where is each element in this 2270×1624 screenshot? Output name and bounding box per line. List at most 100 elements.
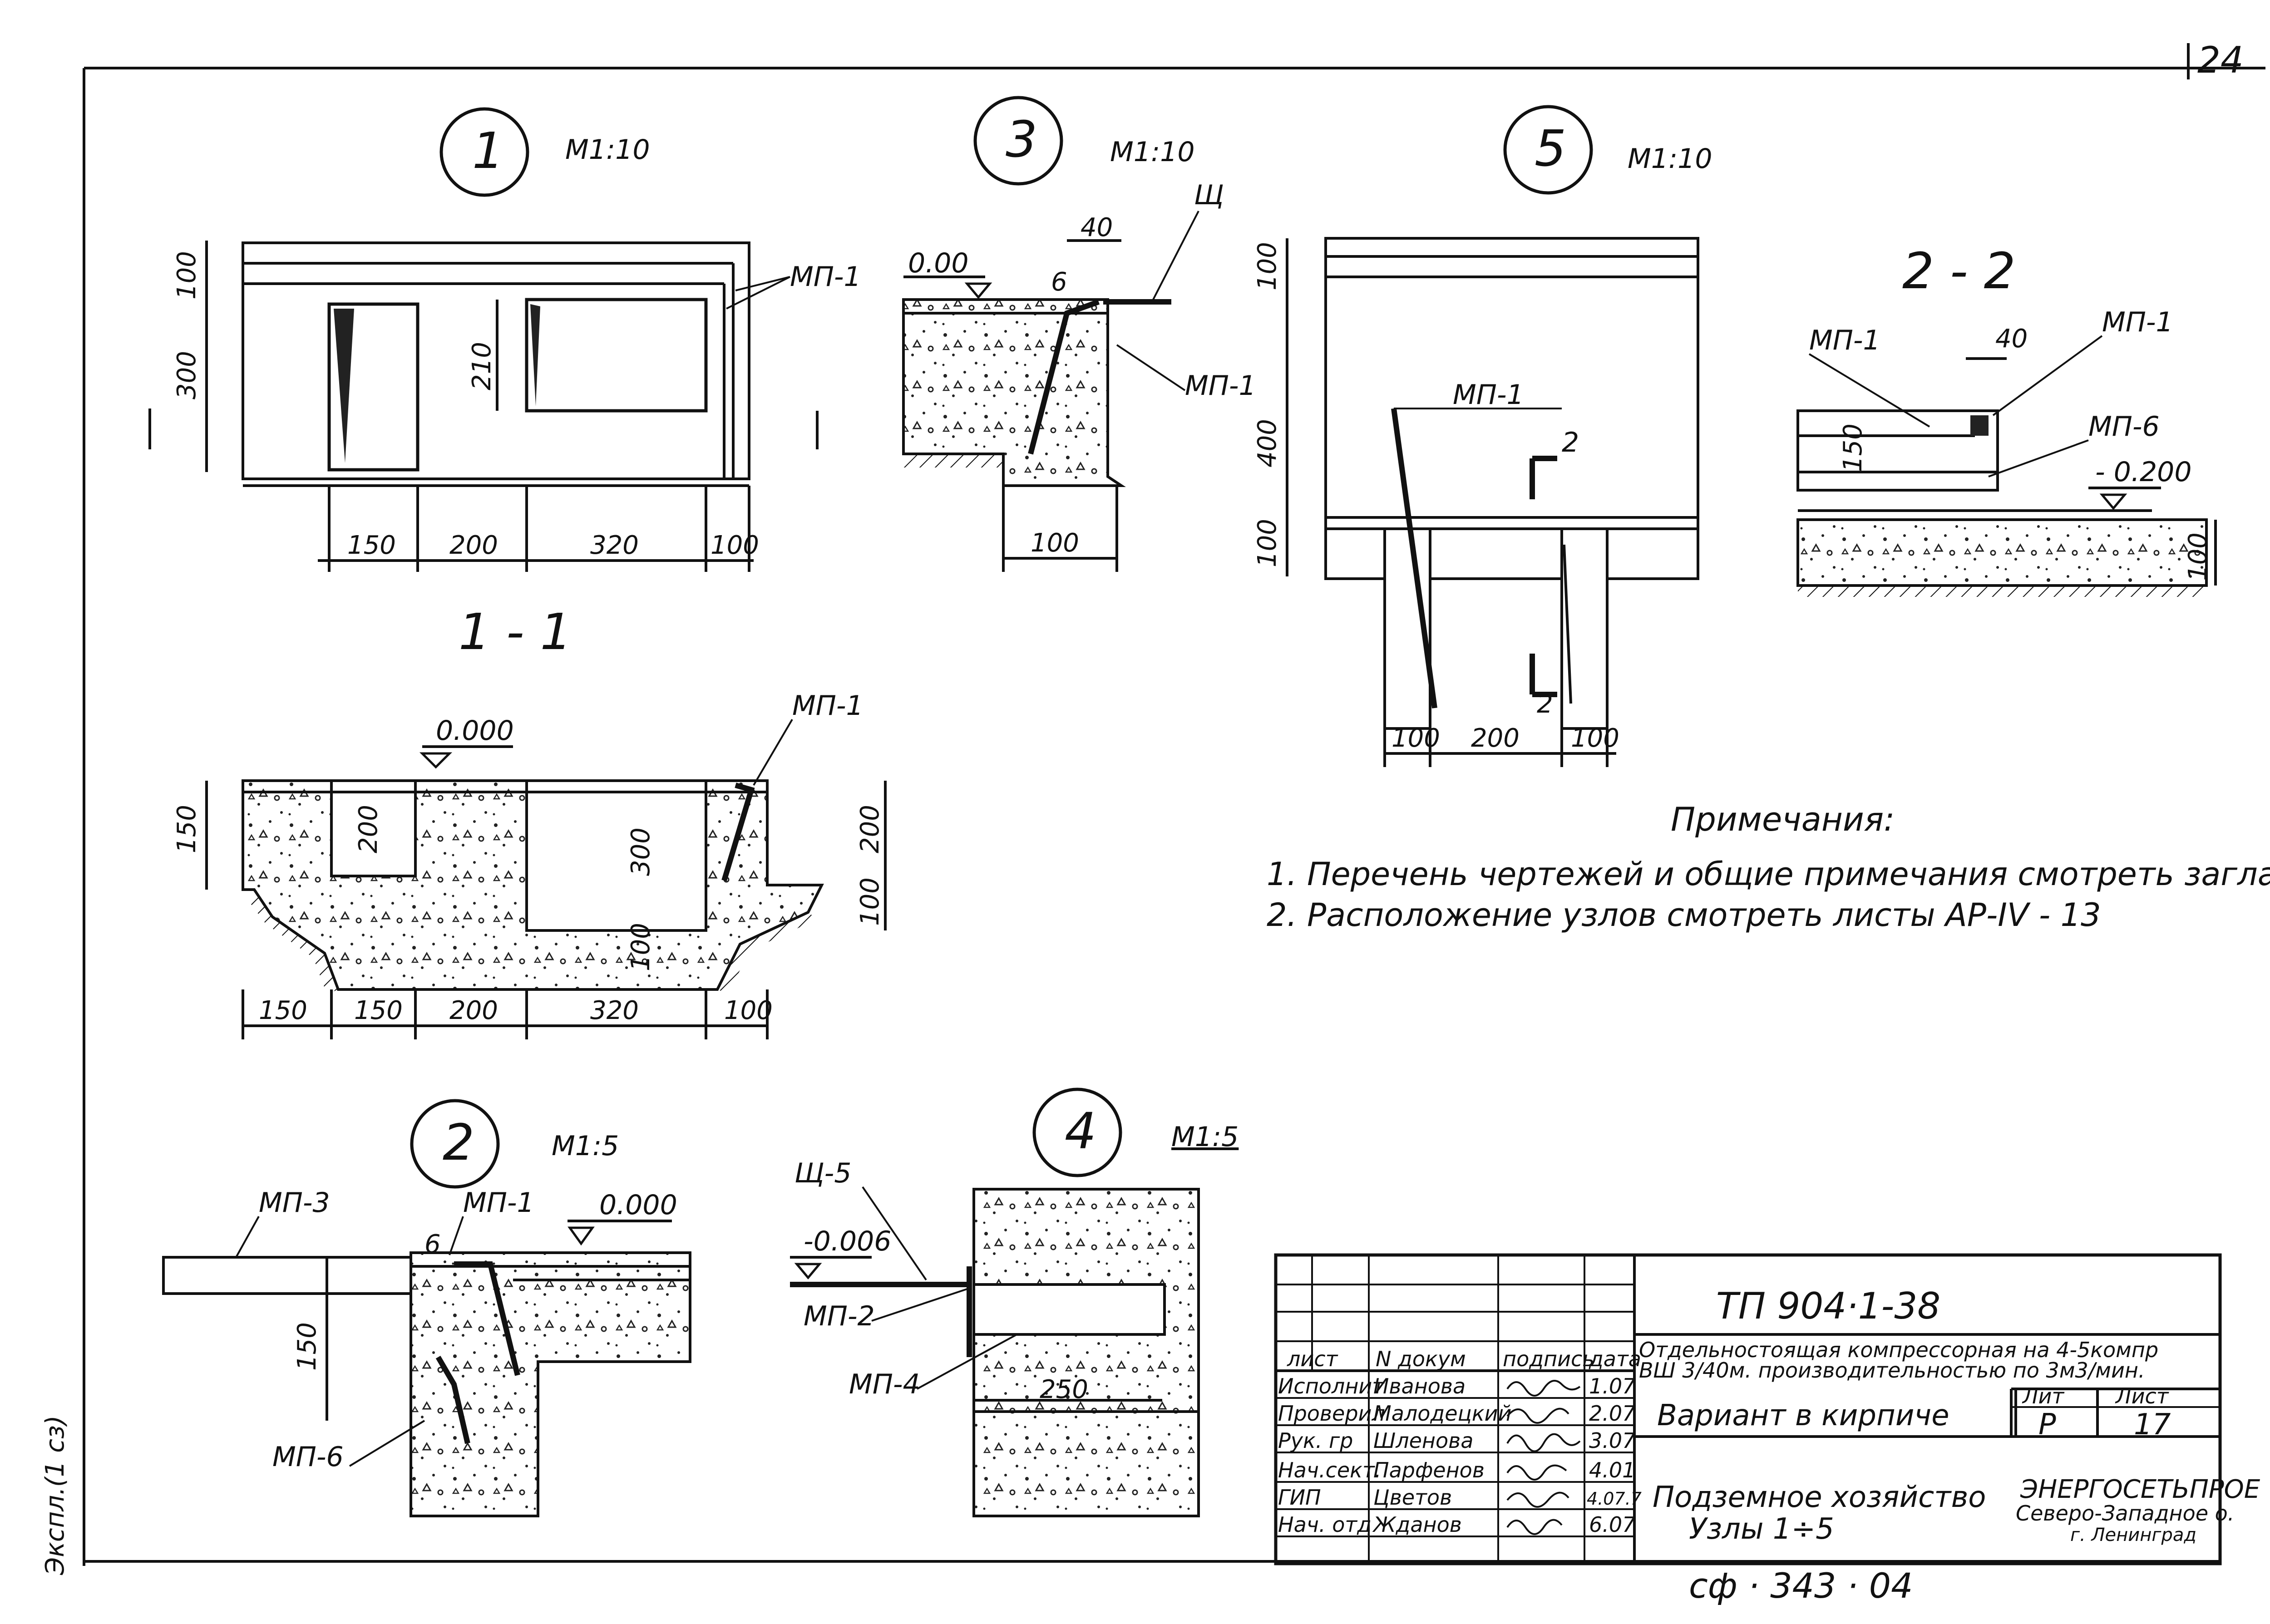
section-1-1-dim-150a: 150 — [259, 996, 307, 1025]
tb-sheet-title-2: Узлы 1÷5 — [1689, 1512, 1834, 1546]
node-2-level: 0.000 — [599, 1189, 677, 1221]
node-1-scale: M1:10 — [565, 134, 650, 166]
node-1-number: 1 — [472, 122, 504, 180]
tb-stage: Р — [2038, 1408, 2056, 1442]
tb-row-1-role: Проверил — [1278, 1401, 1385, 1426]
node-4-marker — [1032, 1088, 1122, 1177]
section-1-1-level: 0.000 — [436, 715, 514, 747]
title-block: лист N докум подпись дата Исполнит Ивано… — [1274, 1253, 2260, 1606]
node-3-dim-40: 40 — [1081, 213, 1113, 242]
section-1-1-dim-320: 320 — [590, 996, 639, 1025]
tb-sheet-title-1: Подземное хозяйство — [1653, 1481, 1986, 1514]
node-5-dim-200: 200 — [1471, 723, 1520, 753]
node-4-mp2: МП-2 — [804, 1300, 875, 1332]
tb-row-5-name: Жданов — [1372, 1512, 1462, 1537]
node-2: 2 M1:5 МП-3 МП-1 0.000 6 150 МП-6 — [162, 1099, 691, 1517]
node-2-marker — [410, 1099, 500, 1189]
node-3-mp1: МП-1 — [1185, 370, 1256, 402]
node-5-number: 5 — [1535, 119, 1566, 177]
node-5-dim-100d: 100 — [1571, 723, 1619, 753]
node-3-marker — [973, 96, 1063, 186]
node-1-marker — [439, 107, 529, 197]
node-2-mp3: МП-3 — [259, 1187, 330, 1219]
node-5-dim-100: 100 — [1253, 242, 1282, 290]
tb-org-1: ЭНЕРГОСЕТЬПРОЕ — [2020, 1475, 2260, 1504]
tb-header-doc: N докум — [1376, 1347, 1466, 1371]
section-2-2-level: - 0.200 — [2095, 456, 2192, 488]
node-5-cut-2b: 2 — [1537, 689, 1553, 719]
tb-row-1-name: Малодецкий — [1373, 1401, 1511, 1426]
tb-org-3: г. Ленинград — [2070, 1525, 2196, 1545]
node-2-scale: M1:5 — [552, 1130, 619, 1162]
section-1-1-dim-300: 300 — [626, 827, 656, 876]
section-2-2-dim-150: 150 — [1838, 423, 1868, 472]
tb-header-sign: подпись — [1503, 1347, 1594, 1371]
node-5: 5 M1:10 МП-1 2 2 100 400 100 100 200 100 — [1253, 105, 1712, 767]
section-1-1: 1 - 1 0.000 150 200 300 100 200 100 150 … — [172, 603, 887, 1039]
tb-sheet-header: Лист — [2115, 1384, 2169, 1408]
node-5-scale: M1:10 — [1628, 143, 1712, 175]
note-2: 2. Расположение узлов смотреть листы АР-… — [1267, 896, 2101, 934]
node-3-scale: M1:10 — [1110, 136, 1195, 168]
node-3-dim-100: 100 — [1031, 528, 1079, 558]
node-4-sh5: Щ-5 — [794, 1157, 851, 1189]
node-4: 4 M1:5 Щ-5 -0.006 МП-2 МП-4 250 — [790, 1088, 1239, 1517]
node-2-mp1: МП-1 — [463, 1187, 534, 1219]
node-1-label-mp1: МП-1 — [790, 261, 861, 293]
node-3-six: 6 — [1051, 267, 1067, 297]
node-2-mp6: МП-6 — [272, 1441, 344, 1473]
node-4-mp4: МП-4 — [849, 1368, 920, 1400]
section-1-1-dim-150: 150 — [172, 805, 202, 853]
section-1-1-dim-200r: 200 — [855, 805, 885, 853]
tb-stage-header: Лит — [2022, 1384, 2064, 1408]
node-1: 1 M1:10 100 300 210 150 200 320 100 МП-1 — [148, 107, 861, 572]
node-3-number: 3 — [1006, 110, 1037, 168]
tb-row-4-name: Цветов — [1373, 1485, 1452, 1510]
node-5-marker — [1503, 105, 1593, 195]
section-2-2: 2 - 2 МП-1 40 МП-1 МП-6 - 0.200 150 100 — [1796, 242, 2217, 597]
tb-row-3-role: Нач.сект. — [1278, 1458, 1381, 1482]
node-4-number: 4 — [1065, 1102, 1096, 1160]
node-1-dim-150: 150 — [347, 531, 396, 560]
tb-row-0-role: Исполнит — [1278, 1374, 1385, 1398]
node-2-six: 6 — [424, 1230, 441, 1259]
node-5-cut-2: 2 — [1562, 427, 1579, 458]
node-1-dim-100: 100 — [172, 251, 202, 300]
tb-variant: Вариант в кирпиче — [1657, 1399, 1949, 1432]
side-stamp: Экспл.(1 сз) — [40, 1415, 70, 1575]
section-1-1-dim-200b: 200 — [449, 996, 498, 1025]
tb-sheet: 17 — [2134, 1408, 2171, 1442]
tb-row-4-date: 4.07.7 — [1587, 1489, 1642, 1509]
node-5-dim-100c: 100 — [1392, 723, 1440, 753]
tb-description-2: ВШ 3/40м. производительностью по 3м3/мин… — [1639, 1358, 2145, 1383]
tb-signatures — [1506, 1380, 1581, 1535]
node-2-dim-150: 150 — [292, 1322, 322, 1371]
section-2-2-mp6: МП-6 — [2088, 411, 2160, 443]
section-2-2-title: 2 - 2 — [1902, 242, 2016, 300]
tb-row-1-date: 2.07 — [1589, 1401, 1635, 1426]
section-1-1-dim-200: 200 — [354, 805, 383, 853]
tb-row-4-role: ГИП — [1278, 1485, 1321, 1510]
notes-title: Примечания: — [1671, 800, 1895, 838]
tb-row-3-date: 4.01 — [1589, 1458, 1635, 1482]
tb-code: ТП 904·1-38 — [1716, 1285, 1940, 1327]
tb-row-0-name: Иванова — [1373, 1374, 1466, 1398]
section-1-1-title: 1 - 1 — [459, 603, 572, 661]
tb-header-date: дата — [1589, 1347, 1641, 1371]
tb-bottom-code: сф · 343 · 04 — [1689, 1565, 1913, 1606]
note-1: 1. Перечень чертежей и общие примечания … — [1267, 856, 2270, 893]
tb-header-list: лист — [1287, 1347, 1338, 1371]
node-1-dim-200: 200 — [449, 531, 498, 560]
node-3-sh: Щ — [1194, 179, 1224, 211]
node-4-dim-250: 250 — [1040, 1375, 1088, 1404]
section-2-2-dim-100: 100 — [2183, 532, 2213, 581]
tb-row-5-date: 6.07 — [1589, 1512, 1635, 1537]
tb-row-2-date: 3.07 — [1589, 1428, 1635, 1453]
section-2-2-dim-40: 40 — [1995, 324, 2028, 354]
section-1-1-dim-150b: 150 — [354, 996, 403, 1025]
section-2-2-mp1a: МП-1 — [1809, 325, 1880, 356]
sheet-frame: 2 4 Экспл.(1 сз) — [40, 39, 2265, 1575]
node-1-dim-210: 210 — [467, 342, 497, 390]
tb-org-2: Северо-Западное о. — [2016, 1501, 2234, 1526]
